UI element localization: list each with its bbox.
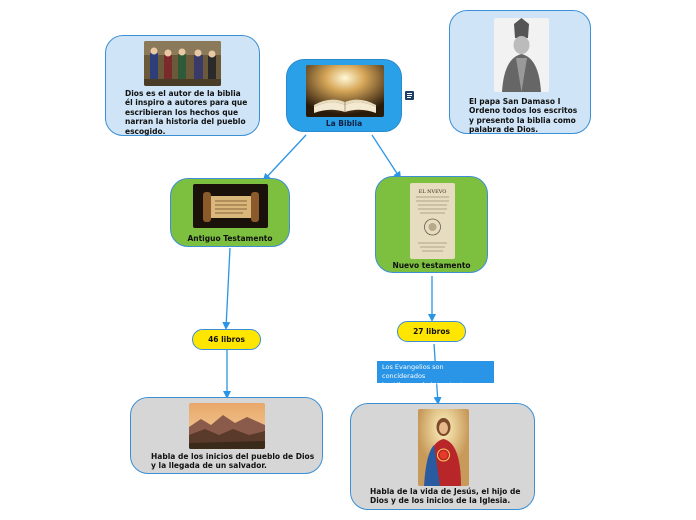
note-authors[interactable]: Dios es el autor de la biblia él inspiro… xyxy=(105,35,260,136)
note-pope[interactable]: El papa San Damaso I Ordeno todos los es… xyxy=(449,10,591,134)
connector-central-to-old xyxy=(262,134,307,182)
notes-icon[interactable] xyxy=(405,91,414,100)
connector-central-to-new xyxy=(371,134,402,180)
medieval-painting-image xyxy=(144,41,221,86)
connector-old-to-count xyxy=(222,247,231,330)
node-nuevo-testamento-label: Nuevo testamento xyxy=(392,261,471,270)
notes-icon-line-3 xyxy=(407,97,411,98)
callout-evangelios[interactable]: Los Evangelios son concíderados los Libr… xyxy=(377,361,494,389)
node-old-testament-description[interactable]: Habla de los inicios del pueblo de Dios … xyxy=(130,397,323,474)
central-node-la-biblia[interactable]: La Biblia xyxy=(286,59,402,132)
node-antiguo-testamento[interactable]: Antiguo Testamento xyxy=(170,178,290,247)
open-bible-image xyxy=(306,65,384,117)
note-authors-text: Dios es el autor de la biblia él inspiro… xyxy=(125,89,248,136)
sacred-heart-image xyxy=(418,409,469,486)
note-pope-text: El papa San Damaso I Ordeno todos los es… xyxy=(469,97,578,135)
scroll-image xyxy=(193,184,268,228)
node-old-testament-description-text: Habla de los inicios del pueblo de Dios … xyxy=(151,452,315,471)
landscape-image xyxy=(189,403,265,449)
book-cover-title: EL NVEVO xyxy=(419,189,447,195)
node-nuevo-testamento[interactable]: EL NVEVO Nuevo testamento xyxy=(375,176,488,273)
pill-27-libros[interactable]: 27 libros xyxy=(397,321,466,342)
node-new-testament-description[interactable]: Habla de la vida de Jesús, el hijo de Di… xyxy=(350,403,535,510)
notes-icon-line-1 xyxy=(407,93,412,94)
node-new-testament-description-text: Habla de la vida de Jesús, el hijo de Di… xyxy=(370,487,521,506)
notes-icon-line-2 xyxy=(407,95,412,96)
pope-portrait-image xyxy=(494,18,549,92)
book-cover-image: EL NVEVO xyxy=(410,183,455,259)
pill-46-libros[interactable]: 46 libros xyxy=(192,329,261,350)
central-node-label: La Biblia xyxy=(325,119,363,128)
node-antiguo-testamento-label: Antiguo Testamento xyxy=(187,234,273,243)
